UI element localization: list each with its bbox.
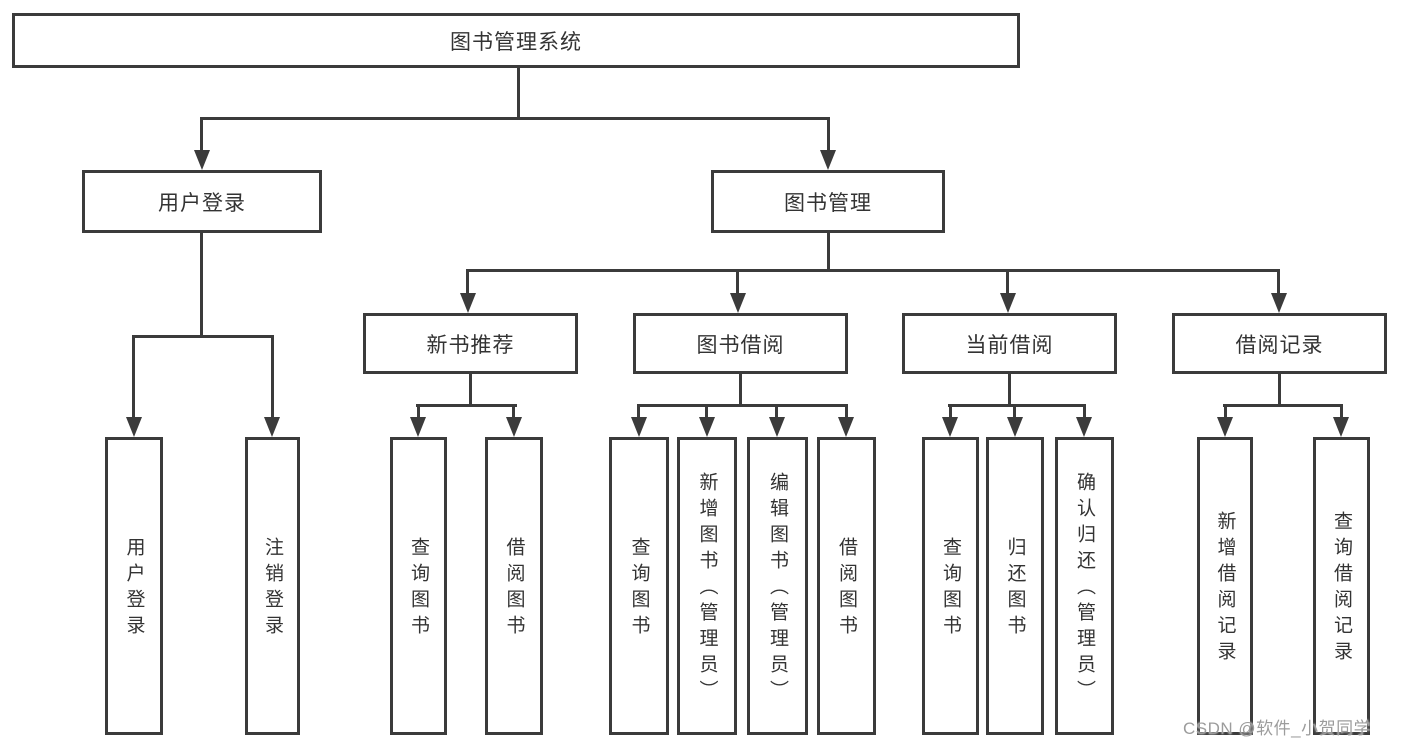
connector-line xyxy=(271,335,274,419)
leaf-return-book: 归还图书 xyxy=(986,437,1044,735)
connector-line xyxy=(705,404,708,420)
arrowhead-down xyxy=(410,417,426,437)
arrowhead-down xyxy=(942,417,958,437)
arrowhead-down xyxy=(506,417,522,437)
arrowhead-down xyxy=(1333,417,1349,437)
arrowhead-down xyxy=(264,417,280,437)
leaf-edit-book-admin: 编辑图书（管理员） xyxy=(747,437,808,735)
connector-line xyxy=(416,404,517,407)
leaf-user-login: 用户登录 xyxy=(105,437,163,735)
leaf-borrow-books-recommend: 借阅图书 xyxy=(485,437,543,735)
connector-line xyxy=(200,230,203,338)
connector-line xyxy=(200,117,830,120)
arrowhead-down xyxy=(1000,293,1016,313)
connector-line xyxy=(775,404,778,420)
leaf-logout: 注销登录 xyxy=(245,437,300,735)
leaf-query-books-recommend: 查询图书 xyxy=(390,437,447,735)
arrowhead-down xyxy=(838,417,854,437)
arrowhead-down xyxy=(1271,293,1287,313)
connector-line xyxy=(1008,371,1011,407)
arrowhead-down xyxy=(194,150,210,170)
connector-line xyxy=(1013,404,1016,420)
csdn-watermark: CSDN @软件_小贺同学 xyxy=(1183,719,1372,738)
arrowhead-down xyxy=(631,417,647,437)
connector-line xyxy=(417,404,420,420)
connector-line xyxy=(637,404,848,407)
connector-line xyxy=(1223,404,1343,407)
connector-line xyxy=(200,117,203,152)
connector-line xyxy=(132,335,135,419)
arrowhead-down xyxy=(1007,417,1023,437)
arrowhead-down xyxy=(769,417,785,437)
leaf-query-books-current: 查询图书 xyxy=(922,437,979,735)
connector-line xyxy=(827,230,830,272)
connector-line xyxy=(1340,404,1343,420)
connector-line xyxy=(469,371,472,407)
leaf-query-borrow-record: 查询借阅记录 xyxy=(1313,437,1370,735)
leaf-confirm-return-admin: 确认归还（管理员） xyxy=(1055,437,1114,735)
connector-line xyxy=(1083,404,1086,420)
node-book-management: 图书管理 xyxy=(711,170,945,233)
connector-line xyxy=(133,335,274,338)
connector-line xyxy=(1277,269,1280,297)
connector-line xyxy=(1224,404,1227,420)
connector-line xyxy=(827,117,830,152)
node-new-book-recommend: 新书推荐 xyxy=(363,313,578,374)
arrowhead-down xyxy=(126,417,142,437)
leaf-borrow-books: 借阅图书 xyxy=(817,437,876,735)
connector-line xyxy=(845,404,848,420)
connector-line xyxy=(517,68,520,118)
arrowhead-down xyxy=(1076,417,1092,437)
connector-line xyxy=(1278,371,1281,407)
arrowhead-down xyxy=(1217,417,1233,437)
connector-line xyxy=(949,404,952,420)
node-user-login: 用户登录 xyxy=(82,170,322,233)
arrowhead-down xyxy=(730,293,746,313)
node-current-borrow: 当前借阅 xyxy=(902,313,1117,374)
node-book-borrow: 图书借阅 xyxy=(633,313,848,374)
arrowhead-down xyxy=(699,417,715,437)
connector-line xyxy=(512,404,515,420)
connector-line xyxy=(466,269,1280,272)
connector-line xyxy=(736,269,739,297)
node-root-system: 图书管理系统 xyxy=(12,13,1020,68)
connector-line xyxy=(1006,269,1009,297)
connector-line xyxy=(948,404,1086,407)
leaf-query-books-borrow: 查询图书 xyxy=(609,437,669,735)
arrowhead-down xyxy=(460,293,476,313)
leaf-add-borrow-record: 新增借阅记录 xyxy=(1197,437,1253,735)
connector-line xyxy=(466,269,469,297)
leaf-add-book-admin: 新增图书（管理员） xyxy=(677,437,737,735)
connector-line xyxy=(637,404,640,420)
node-borrow-records: 借阅记录 xyxy=(1172,313,1387,374)
arrowhead-down xyxy=(820,150,836,170)
connector-line xyxy=(739,371,742,407)
